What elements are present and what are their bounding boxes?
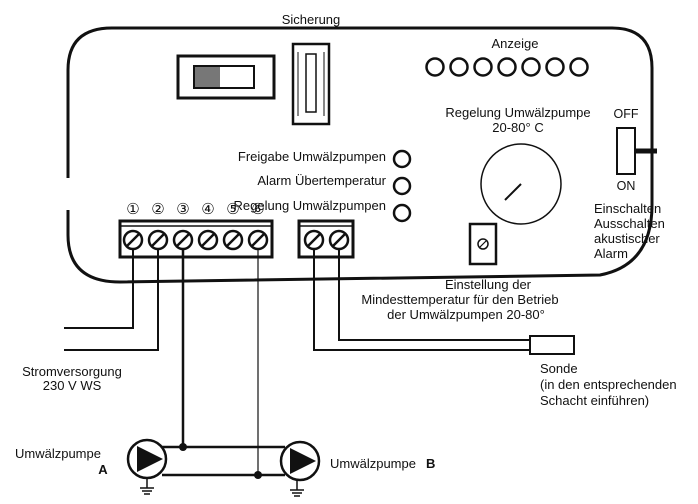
min-temp-label: der Umwälzpumpen 20-80° (387, 307, 545, 322)
switch-off-label: OFF (614, 107, 639, 121)
pump-control-title: Regelung Umwälzpumpe (445, 105, 590, 120)
main-terminal-block (118, 219, 274, 259)
power-label: Stromversorgung (22, 364, 122, 379)
pump-b-label: Umwälzpumpe (330, 456, 416, 471)
pump-b-letter: B (426, 456, 435, 471)
alarm-switch-text: Einschalten Ausschalten akustischer Alar… (594, 201, 665, 261)
probe-label: (in den entsprechenden (540, 377, 677, 392)
svg-text:Einschalten: Einschalten (594, 201, 661, 216)
fuse (291, 42, 331, 126)
probe-sensor (529, 335, 575, 355)
power-label: 230 V WS (43, 378, 102, 393)
power-supply-wires (64, 249, 159, 351)
probe-wires (313, 249, 530, 351)
probe-label: Schacht einführen) (540, 393, 649, 408)
min-temp-label: Mindesttemperatur für den Betrieb (361, 292, 558, 307)
indicator-lamp-release (392, 149, 412, 169)
pump-control-knob (480, 143, 562, 225)
display-led (521, 57, 541, 77)
terminal-number: ④ (201, 201, 214, 218)
wire-junction (179, 443, 187, 451)
pump-b (279, 440, 321, 482)
indicator-lamp-overtemp (392, 176, 412, 196)
min-temp-trimmer (468, 222, 498, 266)
display-led (425, 57, 445, 77)
terminal-number: ③ (176, 201, 189, 218)
svg-text:Ausschalten: Ausschalten (594, 216, 665, 231)
indicator-label-regulation: Regelung Umwälzpumpen (234, 198, 386, 213)
terminal-number: ② (151, 201, 164, 218)
pump-control-range: 20-80° C (492, 120, 543, 135)
switch-on-label: ON (617, 179, 636, 193)
terminal-numbers: ① ② ③ ④ ⑤ ⑥ (126, 201, 264, 218)
indicator-lamp-regulation (392, 203, 412, 223)
alarm-toggle-switch (616, 127, 657, 175)
svg-text:Alarm: Alarm (594, 246, 628, 261)
pump-wires (162, 249, 285, 477)
terminal-number: ⑤ (226, 201, 239, 218)
probe-terminal-block (297, 219, 355, 259)
terminal-number: ① (126, 201, 139, 218)
pump-a-label: Umwälzpumpe (15, 446, 101, 461)
indicator-label-release: Freigabe Umwälzpumpen (238, 149, 386, 164)
terminal-number: ⑥ (251, 201, 264, 218)
pump-a-letter: A (98, 462, 108, 477)
display-led (449, 57, 469, 77)
control-box-outline (66, 26, 654, 284)
display-label: Anzeige (492, 36, 539, 51)
display-leds (425, 57, 589, 77)
ground-symbol-b (290, 480, 304, 497)
fuse-label: Sicherung (282, 12, 341, 27)
selector-switch (176, 54, 276, 100)
ground-symbol-a (140, 478, 154, 495)
display-led (545, 57, 565, 77)
indicator-label-overtemp: Alarm Übertemperatur (257, 173, 386, 188)
wire-junction (254, 471, 262, 479)
display-led (569, 57, 589, 77)
pump-a (126, 438, 168, 480)
probe-label: Sonde (540, 361, 578, 376)
display-led (473, 57, 493, 77)
svg-text:akustischer: akustischer (594, 231, 660, 246)
min-temp-label: Einstellung der (445, 277, 532, 292)
display-led (497, 57, 517, 77)
